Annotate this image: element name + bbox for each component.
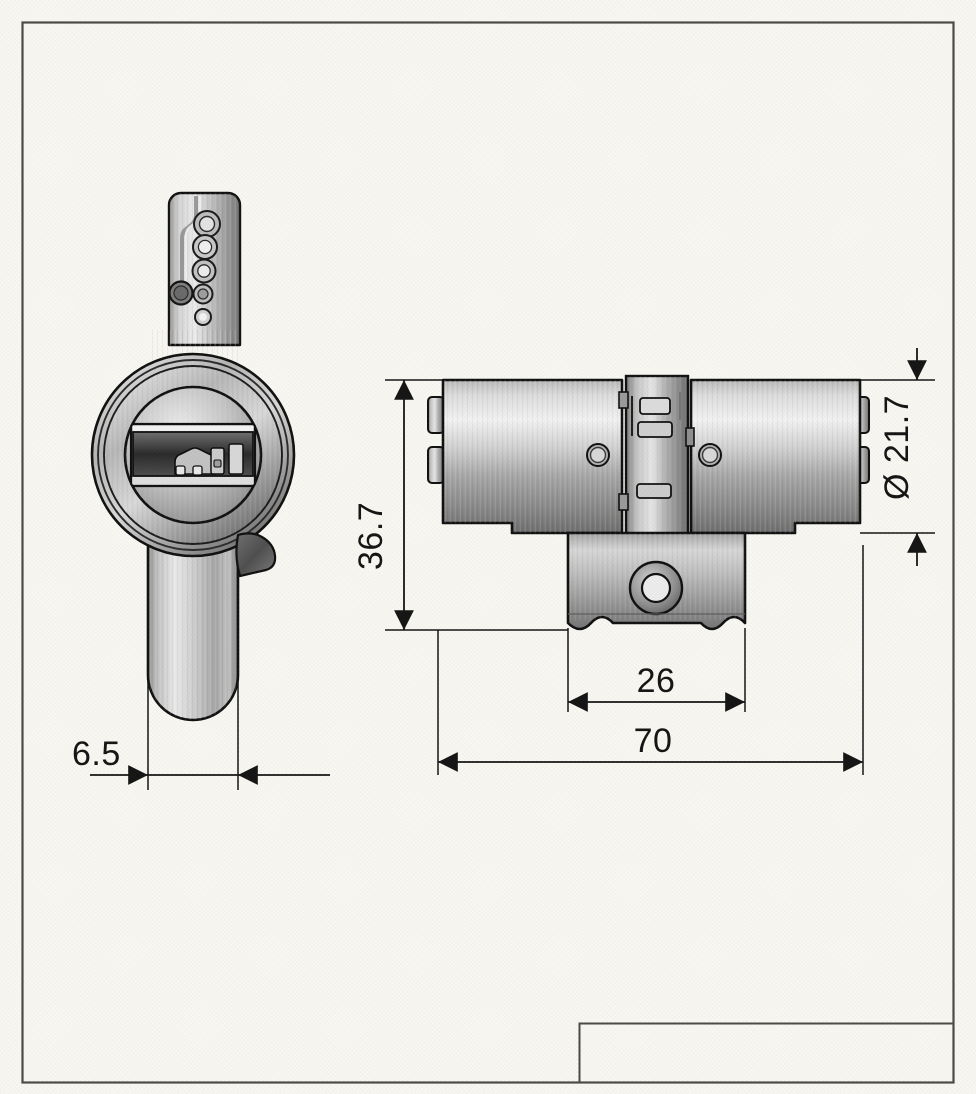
- side-view: [427, 374, 870, 631]
- mounting-plate: [566, 531, 747, 631]
- dimension-label-70: 70: [634, 722, 673, 760]
- left-barrel: [441, 378, 624, 535]
- dimension-70: 70: [437, 545, 864, 775]
- cylinder-plug: [123, 385, 263, 525]
- right-barrel: [689, 378, 862, 535]
- key-dimples: [168, 210, 221, 326]
- dimension-26: 26: [567, 628, 746, 712]
- dimension-label-36-7: 36.7: [352, 502, 390, 570]
- title-block: [578, 1022, 955, 1084]
- dimension-label-21-7: Ø 21.7: [878, 395, 916, 500]
- key-blade: [167, 191, 242, 347]
- dimension-6-5: 6.5: [72, 680, 330, 790]
- keyway-profile: [174, 443, 244, 476]
- sheet-border: [21, 21, 955, 1084]
- dimension-36-7: 36.7: [352, 379, 568, 631]
- front-view: [90, 191, 296, 722]
- dimension-label-26: 26: [637, 662, 676, 700]
- cam-tab: [235, 532, 277, 578]
- dimension-21-7: Ø 21.7: [860, 348, 935, 566]
- left-end-tabs: [427, 396, 445, 484]
- dimension-label-6-5: 6.5: [72, 735, 121, 773]
